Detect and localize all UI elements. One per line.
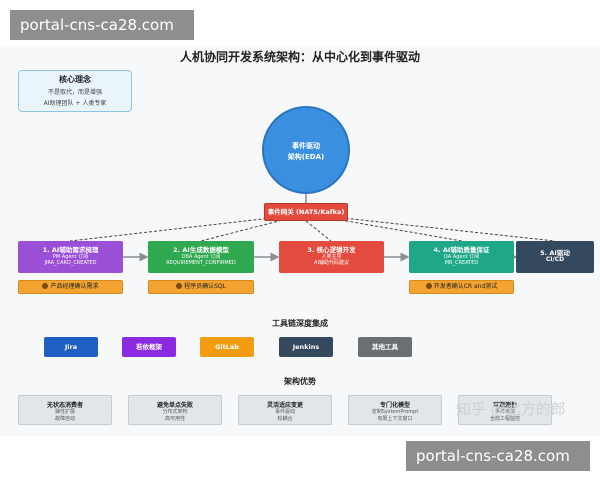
- person-icon: [42, 283, 49, 289]
- watermark-bottom: portal-cns-ca28.com: [406, 441, 590, 471]
- watermark-top: portal-cns-ca28.com: [10, 10, 194, 40]
- stage-1-box: 1. AI辅助需求梳理 PM Agent 订阅 JIRA_CARD_CREATE…: [18, 241, 123, 273]
- stage-1-title: 1. AI辅助需求梳理: [42, 246, 99, 254]
- hub-label-line-2: 架构(EDA): [287, 153, 325, 161]
- stage-3-sub-2: AI辅助代码建议: [314, 260, 349, 266]
- advantage-4-title: 专门化模型: [379, 402, 410, 409]
- stage-5-box: 5. AI驱动 CI/CD: [516, 241, 594, 273]
- advantages-section-title: 架构优势: [284, 377, 316, 386]
- core-concept-line-2: AI助理团队 + 人类专家: [43, 100, 107, 107]
- core-concept-line-1: 不是取代，而是增强: [47, 89, 102, 96]
- stage-2-sub-1: DBA Agent 订阅: [181, 254, 221, 260]
- advantage-2-line-2: 高可用性: [164, 416, 185, 422]
- stage-2-sub-2: REQUIREMENT_CONFIRMED: [166, 260, 236, 266]
- advantage-card-5: 可观测性 事件追踪 全局工程监控: [458, 395, 552, 425]
- stage-3-title: 3. 核心逻辑开发: [307, 246, 356, 254]
- human-checkpoint-3-label: 开发者确认CR and测试: [433, 283, 498, 290]
- human-checkpoint-2-label: 程序员确认SQL: [184, 283, 226, 290]
- stage-5-sub-1: CI/CD: [545, 256, 565, 263]
- tool-ruoyi: 若依框架: [122, 337, 176, 357]
- tool-jenkins: Jenkins: [279, 337, 333, 357]
- advantage-2-title: 避免单点失败: [156, 402, 193, 409]
- advantage-card-2: 避免单点失败 分布式架构 高可用性: [128, 395, 222, 425]
- advantage-1-title: 无状态消费者: [46, 402, 83, 409]
- stage-3-box: 3. 核心逻辑开发 人类主导 AI辅助代码建议: [279, 241, 384, 273]
- stage-1-sub-1: PM Agent 订阅: [52, 254, 89, 260]
- event-gateway-box: 事件网关 (NATS/Kafka): [264, 203, 348, 221]
- stage-4-sub-1: QA Agent 订阅: [443, 254, 480, 260]
- stage-1-sub-2: JIRA_CARD_CREATED: [44, 260, 97, 266]
- core-concept-box: 核心理念 不是取代，而是增强 AI助理团队 + 人类专家: [18, 70, 132, 112]
- advantage-card-4: 专门化模型 定制SystemPrompt 有限上下文窗口: [348, 395, 442, 425]
- stage-4-box: 4. AI辅助质量保证 QA Agent 订阅 MR_CREATED: [409, 241, 514, 273]
- gateway-to-stage-1-link: [69, 213, 307, 242]
- core-concept-title: 核心理念: [59, 75, 91, 84]
- advantage-5-title: 可观测性: [492, 402, 517, 409]
- tool-gitlab: GitLab: [200, 337, 254, 357]
- diagram-title: 人机协同开发系统架构：从中心化到事件驱动: [179, 50, 420, 64]
- zhihu-watermark: 知乎 @北方的郎: [456, 400, 566, 418]
- advantage-card-3: 灵活适应变更 事件驱动 松耦合: [238, 395, 332, 425]
- eda-hub-circle: 事件驱动 架构(EDA): [262, 106, 350, 194]
- advantage-1-line-1: 弹性扩展: [54, 409, 75, 415]
- gateway-to-stage-2-link: [200, 213, 307, 242]
- stage-4-sub-2: MR_CREATED: [444, 260, 479, 266]
- tool-others: 其他工具: [358, 337, 412, 357]
- stage-3-sub-1: 人类主导: [321, 254, 342, 260]
- toolchain-section-title: 工具链深度集成: [272, 319, 328, 328]
- stage-4-title: 4. AI辅助质量保证: [433, 246, 490, 254]
- advantage-1-line-2: 故障自动: [54, 416, 75, 422]
- person-icon: [176, 283, 183, 289]
- advantage-4-line-2: 有限上下文窗口: [377, 416, 413, 422]
- advantage-2-line-1: 分布式架构: [162, 409, 188, 415]
- advantage-card-1: 无状态消费者 弹性扩展 故障自动: [18, 395, 112, 425]
- human-checkpoint-3: 开发者确认CR and测试: [409, 280, 514, 294]
- tool-jira: Jira: [44, 337, 98, 357]
- advantage-4-line-1: 定制SystemPrompt: [371, 409, 419, 415]
- advantage-3-title: 灵活适应变更: [266, 402, 303, 409]
- gateway-to-stage-3-link: [305, 220, 332, 242]
- advantage-3-line-2: 松耦合: [277, 416, 293, 422]
- advantage-5-line-1: 事件追踪: [494, 409, 515, 415]
- stage-2-box: 2. AI生成数据模型 DBA Agent 订阅 REQUIREMENT_CON…: [148, 241, 254, 273]
- advantage-3-line-1: 事件驱动: [274, 409, 295, 415]
- human-checkpoint-1-label: 产品经理确认需求: [50, 283, 99, 290]
- advantage-5-line-2: 全局工程监控: [489, 416, 520, 422]
- stage-5-title: 5. AI驱动: [540, 249, 570, 257]
- stage-2-title: 2. AI生成数据模型: [173, 246, 229, 254]
- human-checkpoint-2: 程序员确认SQL: [148, 280, 254, 294]
- hub-label-line-1: 事件驱动: [292, 142, 320, 150]
- person-icon: [425, 283, 432, 289]
- human-checkpoint-1: 产品经理确认需求: [18, 280, 123, 294]
